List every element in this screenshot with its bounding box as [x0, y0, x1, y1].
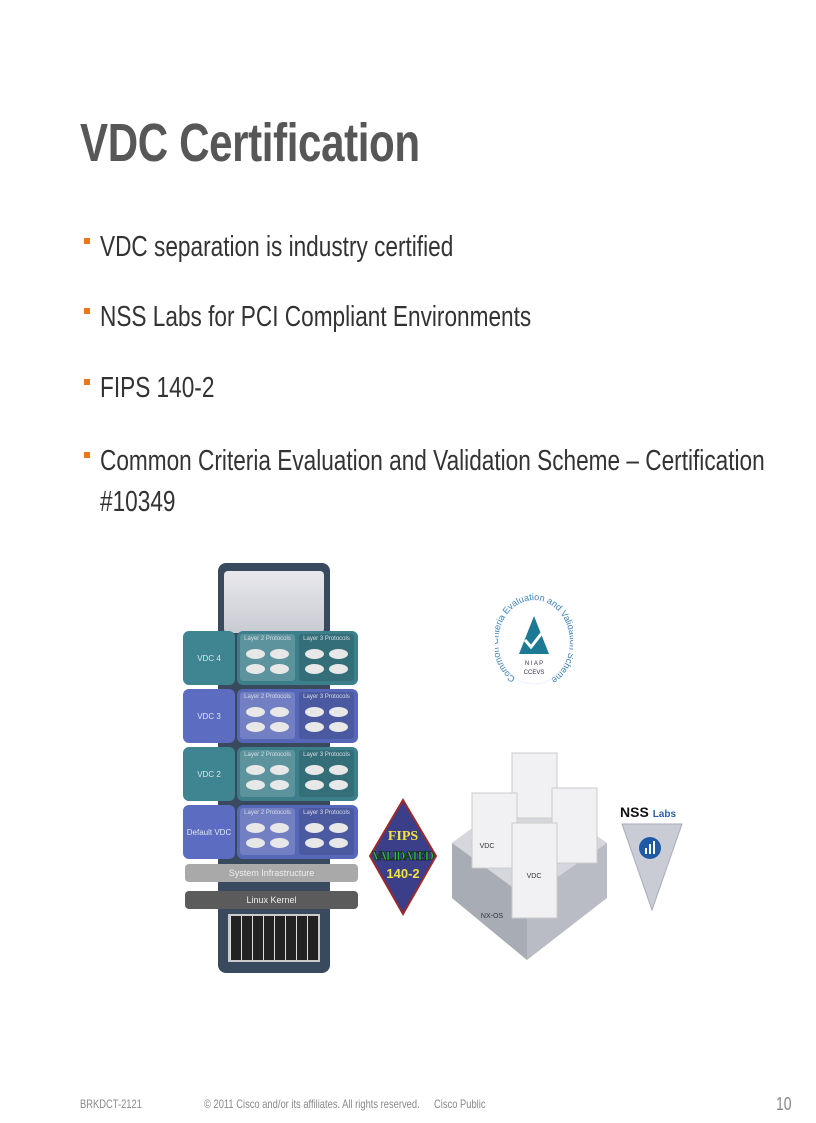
svg-text:FIPS: FIPS [388, 829, 419, 844]
layer3-protocols: Layer 3 Protocols [299, 634, 354, 681]
svg-text:VDC: VDC [527, 873, 542, 880]
layer3-protocols: Layer 3 Protocols [299, 750, 354, 797]
nss-labs-logo: NSS Labs [620, 804, 684, 916]
linux-kernel-bar: Linux Kernel [185, 891, 358, 909]
layer2-protocols: Layer 2 Protocols [240, 634, 295, 681]
vdc-protocol-panel: Layer 2 Protocols Layer 3 Protocols [237, 689, 358, 743]
svg-text:N I A P: N I A P [525, 661, 543, 667]
footer-copyright: © 2011 Cisco and/or its affiliates. All … [204, 1097, 420, 1111]
svg-text:140-2: 140-2 [386, 866, 419, 881]
page-number: 10 [776, 1094, 792, 1114]
footer-classification: Cisco Public [434, 1097, 486, 1111]
layer2-protocols: Layer 2 Protocols [240, 808, 295, 855]
slide-title: VDC Certification [80, 113, 420, 173]
layer2-protocols: Layer 2 Protocols [240, 750, 295, 797]
system-infrastructure-bar: System Infrastructure [185, 864, 358, 882]
layer3-protocols: Layer 3 Protocols [299, 692, 354, 739]
layer3-protocols: Layer 3 Protocols [299, 808, 354, 855]
vdc-label: VDC 3 [183, 689, 235, 743]
chassis-top [224, 571, 324, 633]
vdc-protocol-panel: Layer 2 Protocols Layer 3 Protocols [237, 631, 358, 685]
fips-validated-logo: FIPS VALIDATED 140-2 [368, 798, 438, 920]
vdc-protocol-panel: Layer 2 Protocols Layer 3 Protocols [237, 805, 358, 859]
vdc-label: VDC 2 [183, 747, 235, 801]
layer2-protocols: Layer 2 Protocols [240, 692, 295, 739]
vdc-label: VDC 4 [183, 631, 235, 685]
vdc-protocol-panel: Layer 2 Protocols Layer 3 Protocols [237, 747, 358, 801]
vdc-label: Default VDC [183, 805, 235, 859]
nxos-vdc-cubes-illustration: VDC VDC NX-OS [452, 748, 607, 960]
chassis-line-cards [228, 914, 320, 962]
svg-text:VDC: VDC [480, 843, 495, 850]
svg-text:NX-OS: NX-OS [481, 913, 504, 920]
svg-text:CCEVS: CCEVS [524, 670, 545, 676]
footer-code: BRKDCT-2121 [80, 1097, 142, 1111]
common-criteria-logo: Common Criteria Evaluation and Validatio… [490, 588, 578, 706]
svg-text:VALIDATED: VALIDATED [372, 848, 434, 863]
